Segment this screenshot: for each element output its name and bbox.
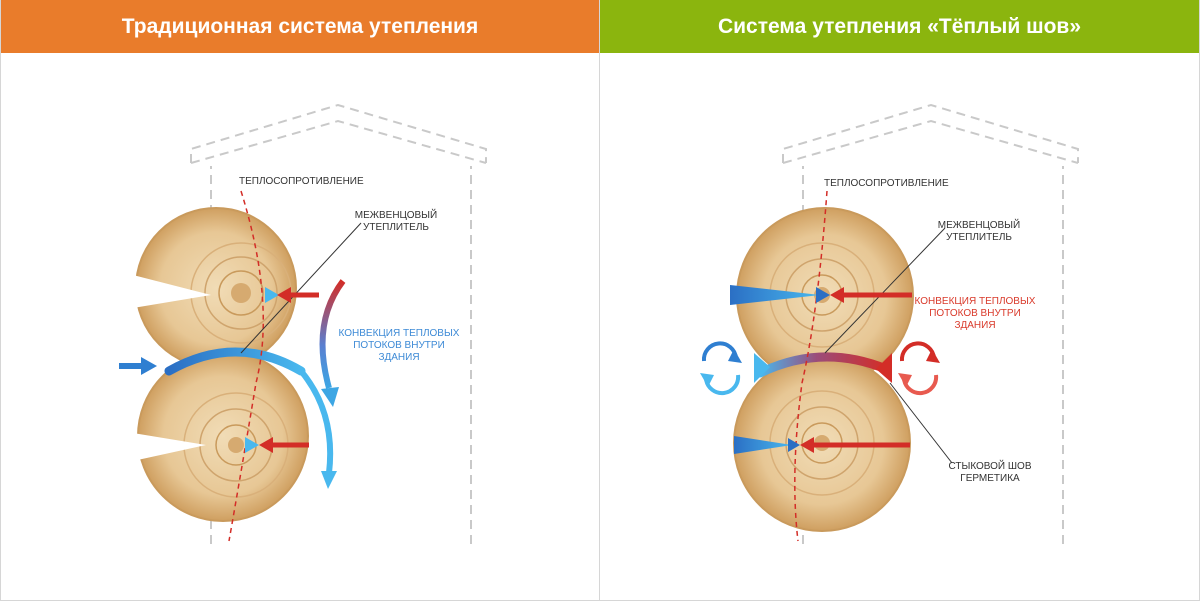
insulation-pointer (240, 222, 362, 354)
warm-seam-system-panel: Система утепления «Тёплый шов» (600, 0, 1200, 601)
convection-arrow-lower (298, 369, 334, 474)
upper-heat-arrows (213, 287, 319, 303)
heat-resistance-line (794, 190, 828, 542)
heat-resistance-label: теплосопротивление (239, 176, 364, 187)
warm-seam-system-diagram (700, 103, 1079, 544)
warm-seam-band (755, 352, 891, 378)
upper-log (133, 207, 297, 369)
insulation-pointer (824, 227, 946, 354)
seam-blue-wedge (754, 353, 770, 383)
convection-label-line2: потоков внутри (353, 340, 445, 351)
cold-air-arrow (119, 357, 157, 375)
convection-label-line3: здания (378, 352, 420, 363)
cold-airflow-cycle-icon (700, 341, 742, 396)
traditional-system-diagram (119, 103, 487, 544)
convection-arrow-upper (319, 279, 346, 389)
traditional-system-title: Традиционная система утепления (1, 0, 599, 53)
upper-heat-arrows (730, 285, 912, 305)
convection-label: конвекция тепловых потоков внутри здания (910, 296, 1040, 332)
insulation-label: межвенцовый утеплитель (934, 220, 1024, 244)
lower-heat-arrows (734, 436, 910, 454)
convection-label-line1: конвекция тепловых (914, 296, 1036, 307)
convection-label-line1: конвекция тепловых (338, 328, 460, 339)
insulation-label-line2: утеплитель (363, 222, 429, 233)
warm-seam-system-title: Система утепления «Тёплый шов» (600, 0, 1199, 53)
insulation-label-line1: межвенцовый (937, 220, 1021, 231)
warm-airflow-cycle-icon (898, 341, 940, 396)
insulation-label: межвенцовый утеплитель (351, 210, 441, 234)
convection-label-line2: потоков внутри (929, 308, 1021, 319)
convection-label: конвекция тепловых потоков внутри здания (334, 328, 464, 364)
convection-label-line3: здания (954, 320, 996, 331)
seam-label: стыковой шов герметика (945, 461, 1035, 485)
lower-log (133, 350, 309, 522)
seam-red-wedge (876, 353, 892, 383)
convection-arrowhead-upper (321, 387, 339, 407)
heat-resistance-line (228, 190, 264, 542)
traditional-system-panel: Традиционная система утепления (0, 0, 600, 601)
seam-label-line1: стыковой шов (948, 461, 1032, 472)
seam-label-line2: герметика (960, 473, 1020, 484)
insulation-label-line1: межвенцовый (354, 210, 438, 221)
heat-resistance-label: теплосопротивление (824, 178, 949, 189)
insulation-band (164, 347, 306, 376)
lower-heat-arrows (177, 437, 309, 453)
convection-arrowhead-lower (321, 471, 337, 489)
insulation-label-line2: утеплитель (946, 232, 1012, 243)
seam-pointer (889, 382, 953, 464)
